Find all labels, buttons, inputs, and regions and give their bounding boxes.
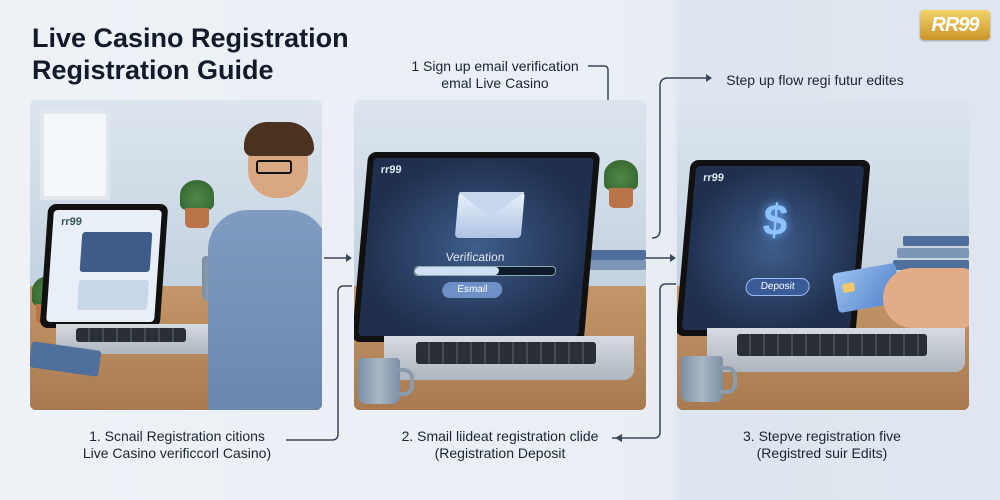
rr99-logo: RR99 — [920, 10, 990, 40]
dollar-icon: $ — [761, 196, 790, 245]
screen-brand: rr99 — [380, 164, 403, 176]
arrow-top-step1 — [588, 65, 609, 103]
arrow-caption1-panel2 — [286, 285, 352, 441]
arrow-to-step3-top — [651, 77, 706, 239]
plant-icon — [604, 160, 638, 190]
hand — [883, 268, 969, 328]
caption-1-line-1: 1. Scnail Registration citions — [89, 428, 265, 444]
panel-step-1: rr99 — [30, 100, 322, 410]
laptop-screen: rr99 — [39, 204, 169, 328]
person-hair — [244, 122, 314, 156]
caption-step-1: 1. Scnail Registration citions Live Casi… — [27, 428, 327, 462]
plant-icon — [180, 180, 214, 210]
page-title: Live Casino Registration Registration Gu… — [32, 22, 349, 86]
verification-progress-fill — [414, 267, 500, 275]
caption-2-line-1: 2. Smail liideat registration clide — [401, 428, 599, 444]
site-form — [76, 280, 150, 310]
person-body — [208, 210, 322, 410]
screen-brand: rr99 — [60, 216, 83, 228]
email-button[interactable]: Esmail — [441, 282, 503, 298]
caption-1-line-2: Live Casino verificcorl Casino) — [82, 445, 272, 461]
step-1-top-line-2: emal Live Casino — [441, 75, 549, 91]
caption-2-line-2: (Registration Deposit — [434, 445, 566, 461]
title-line-1: Live Casino Registration — [32, 23, 349, 53]
step-3-top-label: Step up flow regi futur edites — [700, 72, 930, 89]
keyboard — [737, 334, 927, 356]
pot-icon — [609, 188, 633, 208]
verification-progress-bar — [413, 266, 557, 276]
book-icon — [590, 250, 646, 260]
keyboard — [76, 328, 186, 342]
book-icon — [586, 260, 646, 270]
pot-icon — [185, 208, 209, 228]
book-icon — [893, 260, 969, 270]
panel-step-2: rr99 Verification Esmail — [354, 100, 646, 410]
registration-site-screen: rr99 — [46, 210, 162, 322]
envelope-icon — [454, 192, 525, 238]
book-icon — [903, 236, 969, 246]
arrow-caption2-panel3 — [612, 283, 676, 439]
book-icon — [897, 248, 969, 258]
screen-brand: rr99 — [702, 172, 725, 184]
mug-icon — [358, 358, 414, 404]
panel-step-3: rr99 $ Deposit — [677, 100, 969, 410]
title-line-2: Registration Guide — [32, 55, 274, 85]
mug-icon — [681, 356, 737, 402]
verification-label: Verification — [445, 250, 506, 264]
window — [40, 110, 110, 200]
verification-screen: rr99 Verification Esmail — [358, 158, 594, 336]
laptop-screen: rr99 Verification Esmail — [354, 152, 601, 342]
caption-3-line-2: (Registred suir Edits) — [756, 445, 888, 461]
caption-step-2: 2. Smail liideat registration clide (Reg… — [350, 428, 650, 462]
keyboard — [416, 342, 596, 364]
step-1-top-label: 1 Sign up email verification emal Live C… — [390, 58, 600, 92]
site-banner — [79, 232, 153, 272]
caption-3-line-1: 3. Stepve registration five — [743, 428, 901, 444]
deposit-button[interactable]: Deposit — [744, 278, 811, 296]
glasses-icon — [256, 160, 292, 174]
step-1-top-line-1: 1 Sign up email verification — [411, 58, 579, 74]
step-3-top-line-1: Step up flow regi futur edites — [726, 72, 904, 88]
caption-step-3: 3. Stepve registration five (Registred s… — [672, 428, 972, 462]
